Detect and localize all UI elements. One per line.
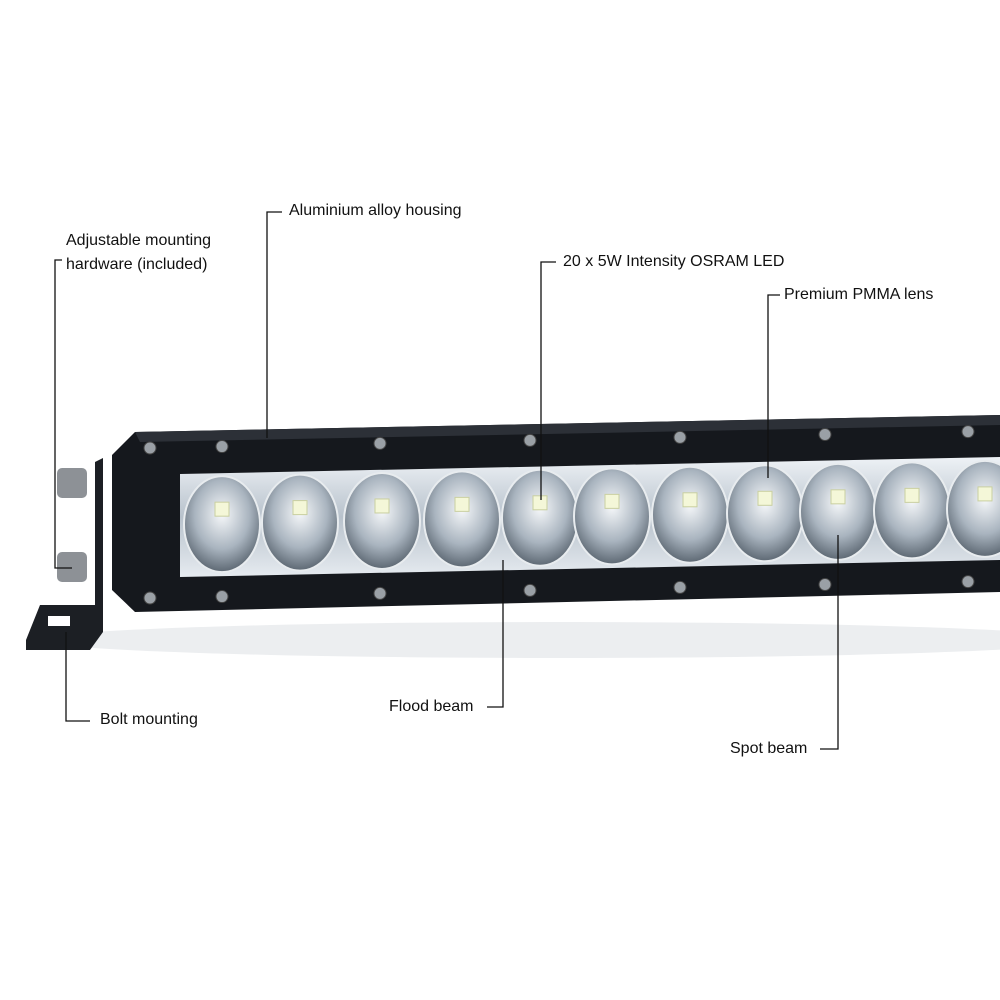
mounting-bracket [26,458,103,650]
led-reflector [651,465,729,564]
led-reflector [873,461,951,560]
callout-spot: Spot beam [730,740,808,757]
shadow [40,622,1000,658]
led-chip [214,501,230,517]
callout-lines [54,211,839,750]
mount-knob-bottom [57,552,87,582]
led-chip [682,492,698,508]
housing-screw [373,436,387,450]
housing-screw [215,590,229,604]
callout-lens: Premium PMMA lens [784,286,934,303]
callout-housing: Aluminium alloy housing [289,202,462,219]
led-chip [757,490,773,506]
led-chip [374,498,390,514]
callout-flood: Flood beam [389,698,474,715]
led-chip [977,486,993,502]
housing-screw [818,428,832,441]
housing-screw [215,440,229,454]
housing-screw [143,591,157,605]
led-chip [904,487,920,503]
bolt-hole [48,616,70,626]
housing-screw [523,583,537,597]
led-reflector [501,468,579,567]
led-chip [830,489,846,505]
housing-screw [143,441,157,455]
led-reflector [573,467,651,566]
callout-mounting-line1: Adjustable mounting [66,232,211,249]
mount-knob-top [57,468,87,498]
led-chip [454,496,470,512]
callout-bolt: Bolt mounting [100,711,198,728]
led-reflector [726,464,804,563]
housing-screw [961,575,975,589]
led-chip [604,493,620,509]
housing-screw [673,430,687,444]
led-chip [292,500,308,516]
callout-mounting-line2: hardware (included) [66,256,208,273]
housing-screw [523,433,537,447]
callout-led: 20 x 5W Intensity OSRAM LED [563,253,785,270]
led-chip [532,495,548,511]
housing-screw [673,580,687,594]
led-reflector [946,459,1000,558]
housing-screw [818,578,832,591]
housing-screw [961,425,975,439]
led-reflector [261,473,339,572]
led-reflector [343,471,421,570]
led-reflector [183,475,261,574]
led-reflector [423,470,501,569]
housing-screw [373,586,387,600]
